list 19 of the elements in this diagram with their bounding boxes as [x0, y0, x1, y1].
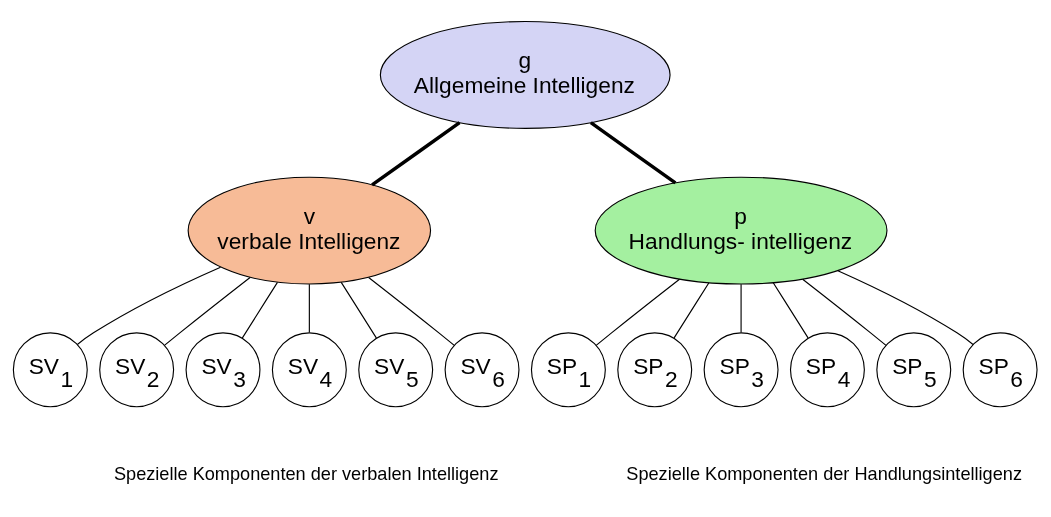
- node-ellipse: p Handlungs- intelligenz: [594, 176, 888, 285]
- connector: [772, 281, 809, 338]
- label: Spezielle Komponenten der verbalen Intelligenz: [113, 463, 499, 484]
- connector: [163, 276, 251, 346]
- connector: [837, 269, 974, 345]
- connector: [340, 281, 377, 339]
- connector: [371, 120, 461, 186]
- connector: [241, 281, 278, 339]
- connector: [673, 281, 710, 338]
- connector: [740, 283, 742, 333]
- connector: [589, 120, 677, 184]
- connector: [76, 266, 222, 345]
- node-ellipse: v verbale Intelligenz: [187, 176, 432, 285]
- connector: [802, 278, 887, 346]
- connector: [308, 283, 310, 333]
- connector: [595, 278, 681, 346]
- connector: [368, 276, 455, 346]
- node-ellipse: g Allgemeine Intelligenz: [379, 20, 671, 129]
- label: Spezielle Komponenten der Handlungsintelligenz: [626, 463, 1023, 484]
